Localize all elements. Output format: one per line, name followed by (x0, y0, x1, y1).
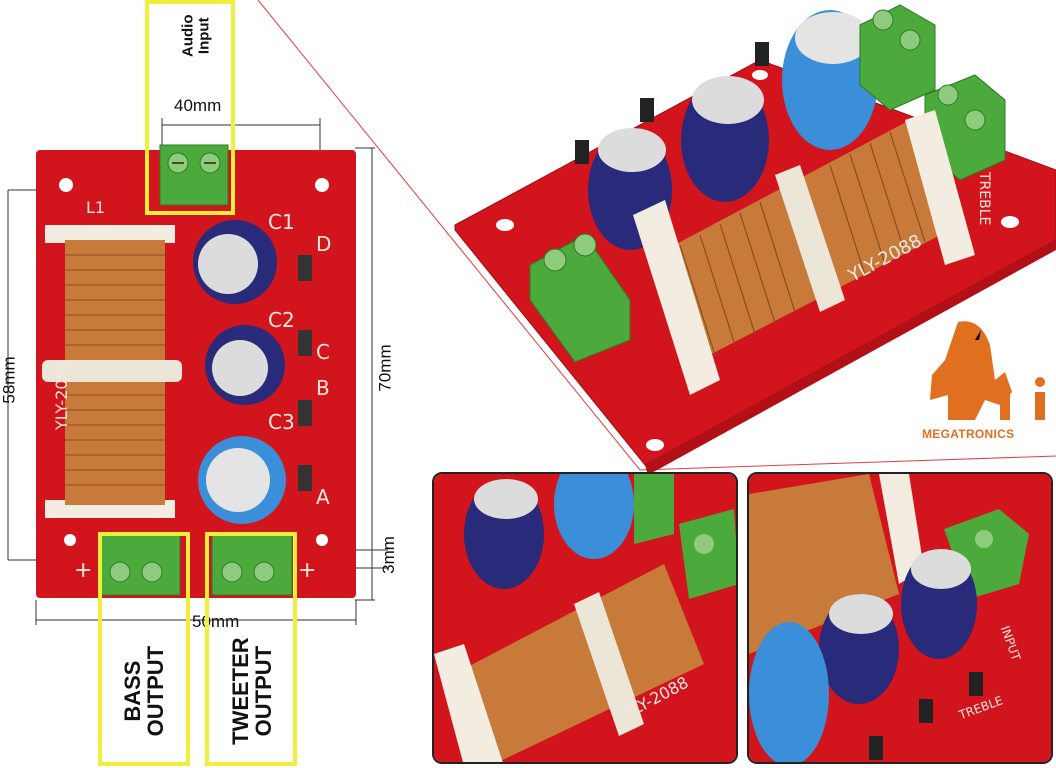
silk-pad-b: B (316, 376, 330, 400)
dim-offset-right: 3mm (378, 536, 398, 574)
brand-name: MEGATRONICS (922, 427, 1015, 441)
silk-pad-a: A (316, 485, 330, 509)
detail-panel-right: INPUT TREBLE (747, 472, 1053, 764)
silk-c3: C3 (268, 410, 295, 434)
silk-plus-bass: + (74, 558, 93, 583)
board-top-view (7, 118, 388, 625)
silk-plus-tweeter: + (298, 558, 317, 583)
dim-height-left: 58mm (0, 356, 19, 404)
bass-output-highlight (98, 532, 190, 766)
audio-input-highlight (145, 0, 235, 215)
tweeter-output-label: TWEETER OUTPUT (227, 637, 276, 745)
bass-output-label: BASS OUTPUT (119, 645, 168, 737)
silk-treble-perspective: TREBLE (976, 172, 992, 226)
tweeter-output-highlight (205, 532, 297, 766)
detail-panel-left: YLY-2088 (432, 472, 738, 764)
silk-pad-d: D (316, 232, 332, 256)
silk-c1: C1 (268, 210, 295, 234)
audio-input-label: Audio Input (179, 14, 212, 58)
silk-model-left: YLY-2088 (52, 359, 71, 430)
silk-l1: L1 (86, 198, 106, 217)
dim-width-bottom: 50mm (192, 612, 240, 631)
silk-pad-c: C (316, 340, 330, 364)
dim-height-right: 70mm (375, 344, 395, 392)
dim-width-top: 40mm (174, 96, 222, 115)
silk-c2: C2 (268, 308, 295, 332)
